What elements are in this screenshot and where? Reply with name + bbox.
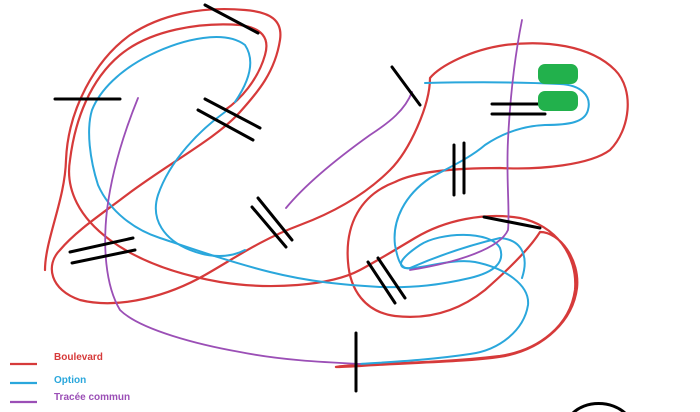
common-route-c (409, 19, 523, 271)
barrier-mark (203, 97, 262, 130)
barrier-mark (196, 108, 255, 142)
barrier-mark (256, 196, 294, 242)
boulevard-route (43, 7, 629, 369)
barrier-mark (482, 215, 542, 230)
barrier-marks (53, 3, 547, 393)
green-marker (538, 91, 578, 111)
green-marker (538, 64, 578, 84)
option-route-b (154, 111, 246, 257)
legend-label-common: Tracée commun (54, 392, 131, 403)
barrier-mark (203, 3, 260, 35)
common-route (104, 97, 361, 365)
barrier-mark (250, 205, 288, 249)
barrier-mark (376, 256, 407, 300)
barrier-mark (366, 260, 397, 305)
barrier-mark (70, 248, 137, 265)
barrier-mark (390, 65, 422, 107)
common-route-b (285, 91, 413, 209)
barrier-mark (68, 236, 135, 254)
legend-label-option: Option (54, 375, 87, 386)
partial-arc (572, 402, 626, 412)
option-route-c (393, 81, 590, 279)
legend-label-boulevard: Boulevard (54, 352, 103, 363)
option-route (88, 36, 530, 365)
